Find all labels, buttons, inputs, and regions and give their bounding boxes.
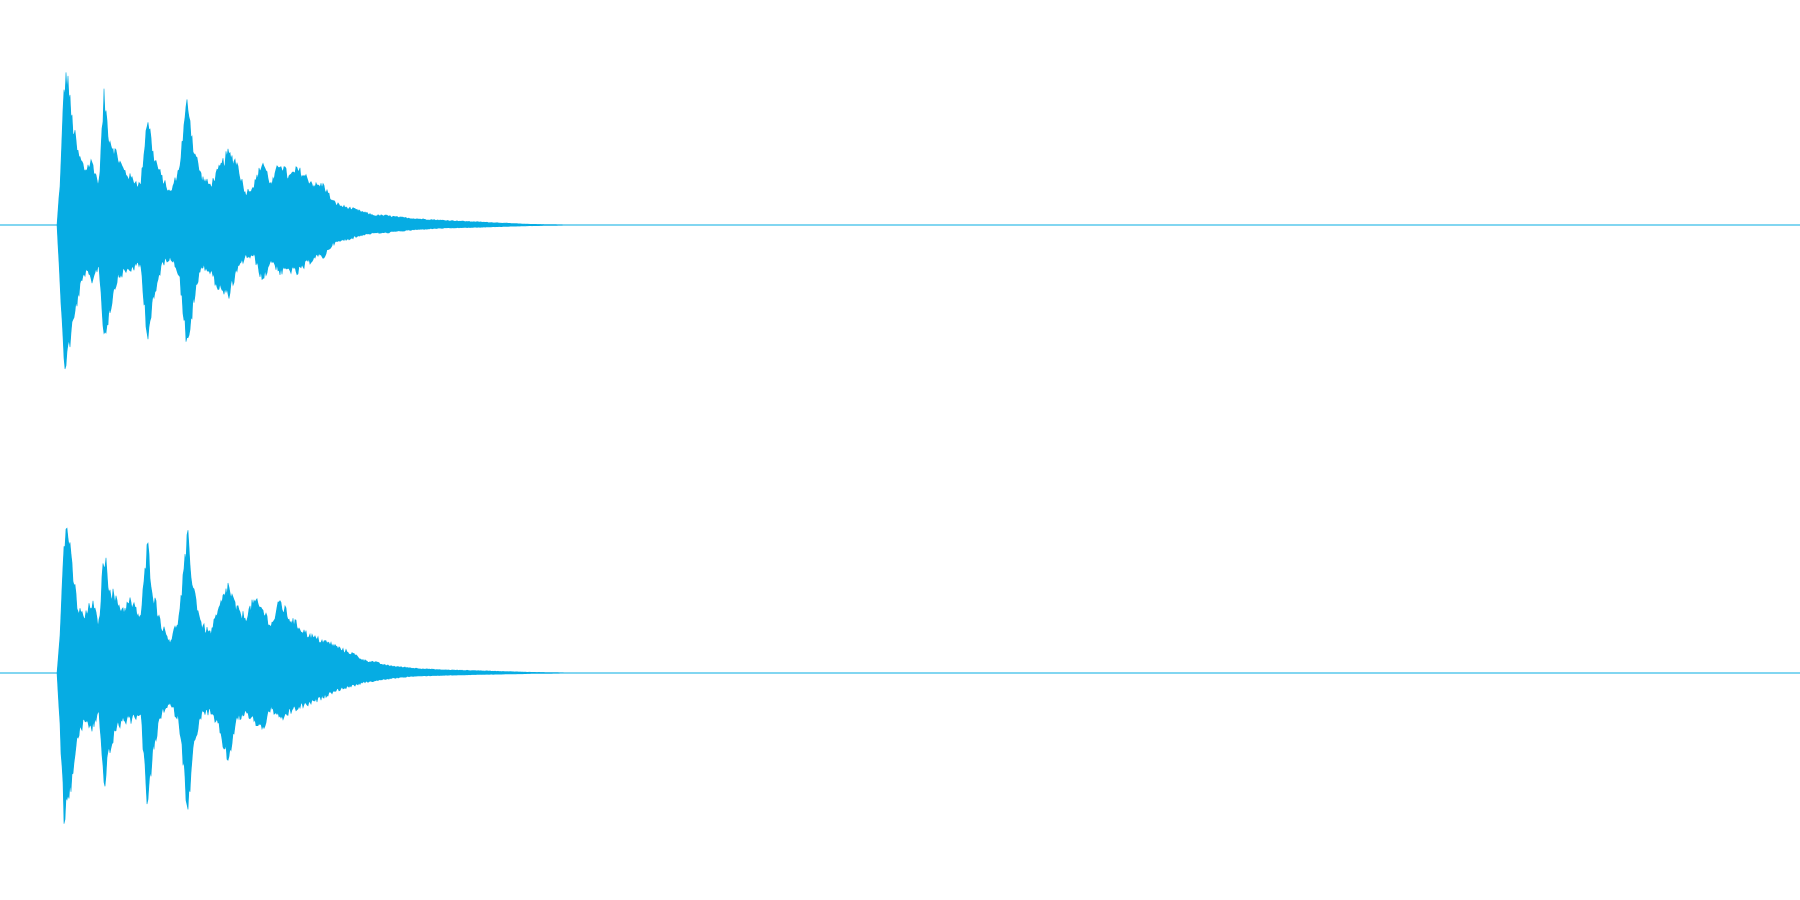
channel-1 bbox=[0, 72, 1800, 370]
channels-layer bbox=[0, 72, 1800, 824]
channel-2 bbox=[0, 527, 1800, 824]
channel-2-waveform bbox=[56, 527, 580, 824]
channel-1-waveform bbox=[56, 72, 580, 370]
